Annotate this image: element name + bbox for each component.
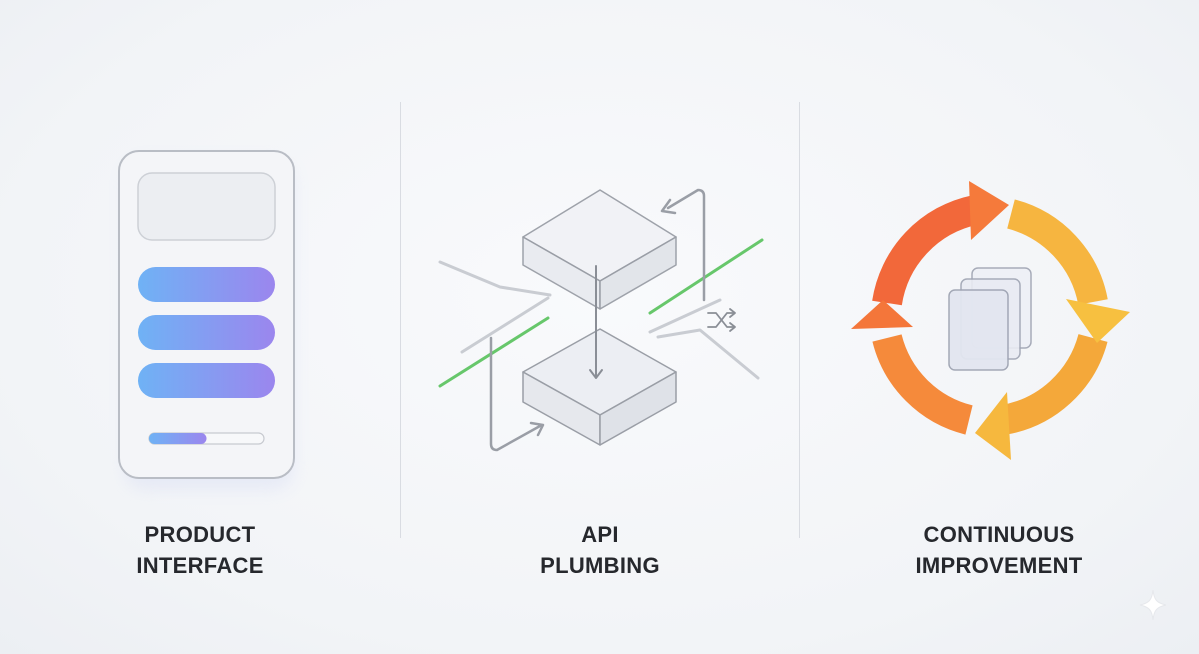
cycle-arc-bottom-right — [1000, 333, 1108, 435]
shuffle-icon — [707, 308, 736, 332]
top-block — [522, 189, 677, 310]
section-continuous-improvement: CONTINUOUS IMPROVEMENT — [799, 0, 1199, 654]
caption-continuous-improvement: CONTINUOUS IMPROVEMENT — [915, 522, 1083, 578]
flow-line-mid-right — [648, 298, 722, 334]
phone-bar-3 — [138, 363, 275, 398]
flow-line-green-left — [438, 316, 550, 388]
api-blocks-icon — [438, 188, 764, 452]
progress-fill — [149, 433, 207, 444]
stacked-cards-icon — [948, 267, 1032, 371]
caption-api-plumbing: API PLUMBING — [540, 522, 660, 578]
cycle-arc-bottom-left — [872, 333, 974, 435]
return-arrow-bottom — [489, 336, 542, 452]
phone-header-card — [137, 172, 276, 241]
cycle-arrows-icon — [851, 181, 1130, 460]
flow-line-bottom-right — [656, 328, 760, 380]
cycle-arc-top-left — [872, 195, 979, 306]
divider-right — [799, 102, 800, 538]
flow-line-top-left — [438, 260, 552, 297]
phone-bar-1 — [138, 267, 275, 302]
divider-left — [400, 102, 401, 538]
return-arrow-top — [666, 188, 706, 302]
sparkle-icon — [1139, 589, 1167, 621]
flow-line-green-right — [648, 238, 764, 315]
flow-line-mid-left — [460, 296, 550, 354]
section-api-plumbing: API PLUMBING — [400, 0, 800, 654]
phone-bar-2 — [138, 315, 275, 350]
bottom-block — [522, 328, 677, 446]
cycle-arc-top-right — [1006, 199, 1108, 306]
phone-ui-icon — [118, 150, 295, 490]
cycle-ring — [872, 195, 1108, 435]
cycle-arrowheads — [851, 181, 1130, 460]
caption-product-interface: PRODUCT INTERFACE — [136, 522, 264, 578]
section-product-interface: PRODUCT INTERFACE — [0, 0, 400, 654]
